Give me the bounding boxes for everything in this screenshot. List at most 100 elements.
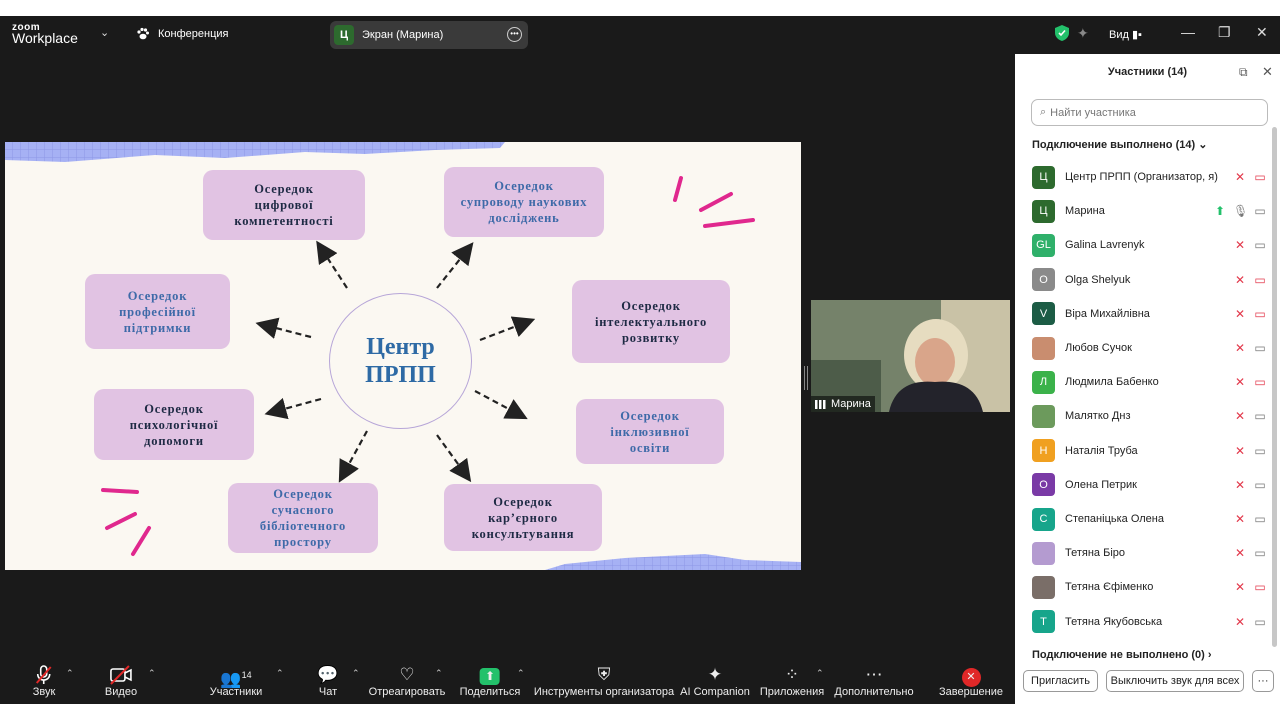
- close-icon[interactable]: ✕: [1256, 24, 1268, 40]
- camera-off-icon[interactable]: ▭: [1254, 272, 1266, 287]
- encryption-shield-icon[interactable]: [1055, 25, 1069, 41]
- participant-row[interactable]: Тетяна Єфіменко✕▭: [1032, 570, 1267, 604]
- chevron-down-icon: ⌄: [1198, 139, 1208, 151]
- view-grid-icon: ▮▪: [1131, 29, 1142, 41]
- host-tools-button[interactable]: ⛨ Инструменты организатора: [534, 664, 674, 698]
- ai-companion-button[interactable]: ✦AI Companion: [680, 664, 750, 698]
- participant-name: Людмила Бабенко: [1065, 376, 1159, 389]
- mic-muted-icon[interactable]: ✕: [1234, 341, 1246, 355]
- end-button[interactable]: ✕Завершение: [939, 664, 1003, 698]
- people-icon: 👥: [220, 669, 242, 689]
- camera-off-icon[interactable]: ▭: [1254, 375, 1266, 390]
- close-panel-icon[interactable]: ✕: [1262, 64, 1273, 79]
- mic-muted-icon[interactable]: ✕: [1234, 443, 1246, 458]
- camera-off-icon[interactable]: ▭: [1254, 306, 1266, 321]
- host-tools-label: Инструменты организатора: [533, 686, 675, 698]
- view-button[interactable]: Вид ▮▪: [1109, 28, 1142, 41]
- participant-row[interactable]: Тетяна Біро✕▭: [1032, 536, 1267, 570]
- apps-button[interactable]: ⁘Приложения: [760, 664, 824, 698]
- screen-share-indicator[interactable]: Ц Экран (Марина) •••: [330, 21, 528, 49]
- chat-button[interactable]: 💬Чат: [317, 664, 338, 698]
- more-options-button[interactable]: ···: [1252, 670, 1274, 692]
- restore-icon[interactable]: ❐: [1218, 24, 1231, 40]
- caret-up-icon[interactable]: ⌃: [66, 668, 74, 678]
- camera-off-icon[interactable]: ▭: [1254, 580, 1266, 595]
- avatar: Л: [1032, 370, 1055, 394]
- popout-icon[interactable]: ⧉: [1239, 65, 1248, 79]
- participant-search-input[interactable]: ⌕Найти участника: [1031, 99, 1268, 126]
- shield-icon: ⛨: [597, 665, 611, 684]
- mic-muted-icon[interactable]: ✕: [1234, 477, 1246, 492]
- caret-up-icon[interactable]: ⌃: [816, 668, 824, 678]
- participant-row[interactable]: Малятко Днз✕▭: [1032, 399, 1267, 433]
- mic-muted-icon[interactable]: ✕: [1234, 614, 1246, 629]
- mic-icon[interactable]: 🎙: [1233, 204, 1249, 219]
- camera-icon[interactable]: ▭: [1254, 477, 1266, 492]
- mic-muted-icon[interactable]: ✕: [1234, 546, 1246, 561]
- mute-all-button[interactable]: Выключить звук для всех: [1106, 670, 1244, 692]
- caret-up-icon[interactable]: ⌃: [435, 668, 443, 678]
- camera-icon[interactable]: ▭: [1254, 443, 1266, 458]
- avatar: [1032, 404, 1055, 428]
- camera-icon[interactable]: ▭: [1254, 614, 1266, 629]
- mic-muted-icon[interactable]: ✕: [1234, 580, 1246, 595]
- avatar: GL: [1032, 233, 1055, 257]
- participant-row[interactable]: Л Людмила Бабенко ✕ ▭: [1032, 365, 1267, 399]
- audio-button[interactable]: Звук: [33, 664, 55, 698]
- mic-muted-icon[interactable]: ✕: [1234, 409, 1246, 424]
- heart-icon: ♡: [399, 665, 415, 684]
- participant-name: Марина: [1065, 205, 1105, 218]
- avatar: [1032, 336, 1055, 360]
- resize-handle[interactable]: [804, 366, 808, 390]
- caret-up-icon[interactable]: ⌃: [517, 668, 525, 678]
- more-options-icon[interactable]: •••: [507, 27, 522, 42]
- slide-box-library: Осередок сучасного бібліотечного простор…: [228, 483, 378, 553]
- camera-icon[interactable]: ▭: [1254, 512, 1266, 526]
- sparkle-icon: ✦: [707, 665, 723, 684]
- sparkle-icon[interactable]: ✦: [1077, 25, 1089, 41]
- mic-muted-icon[interactable]: ✕: [1234, 170, 1246, 184]
- minimize-icon[interactable]: —: [1181, 24, 1195, 40]
- more-button[interactable]: ⋯Дополнительно: [834, 664, 913, 698]
- camera-icon[interactable]: ▭: [1254, 409, 1266, 424]
- avatar: [1032, 575, 1055, 599]
- camera-icon[interactable]: ▭: [1254, 238, 1266, 253]
- camera-icon[interactable]: ▭: [1254, 341, 1266, 355]
- mic-muted-icon[interactable]: ✕: [1234, 238, 1246, 253]
- caret-up-icon[interactable]: ⌃: [276, 668, 284, 678]
- camera-icon[interactable]: ▭: [1254, 204, 1266, 219]
- mic-muted-icon[interactable]: ✕: [1234, 375, 1246, 390]
- chat-icon: 💬: [317, 665, 339, 684]
- caret-up-icon[interactable]: ⌃: [352, 668, 360, 678]
- mic-muted-icon[interactable]: ✕: [1234, 512, 1246, 526]
- caret-up-icon[interactable]: ⌃: [148, 668, 156, 678]
- video-button[interactable]: Видео: [105, 664, 137, 698]
- video-tile-marina[interactable]: Марина: [811, 300, 1010, 412]
- camera-off-icon[interactable]: ▭: [1254, 170, 1266, 184]
- meeting-info-button[interactable]: Конференция: [136, 27, 228, 41]
- chevron-down-icon[interactable]: ⌄: [100, 27, 110, 39]
- participants-label: Участники: [209, 686, 263, 698]
- camera-icon[interactable]: ▭: [1254, 546, 1266, 561]
- panel-scrollbar[interactable]: [1272, 127, 1277, 647]
- connected-section-header[interactable]: Подключение выполнено (14) ⌄: [1032, 138, 1207, 151]
- mic-muted-icon[interactable]: ✕: [1234, 306, 1246, 321]
- invite-button[interactable]: Пригласить: [1023, 670, 1098, 692]
- react-button[interactable]: ♡Отреагировать: [369, 664, 446, 698]
- participant-row[interactable]: Любов Сучок✕▭: [1032, 331, 1267, 365]
- share-button[interactable]: ⬆Поделиться: [460, 664, 520, 698]
- mic-muted-icon[interactable]: ✕: [1234, 272, 1246, 287]
- paw-icon: [137, 27, 149, 40]
- not-connected-section-header[interactable]: Подключение не выполнено (0) ›: [1032, 649, 1212, 661]
